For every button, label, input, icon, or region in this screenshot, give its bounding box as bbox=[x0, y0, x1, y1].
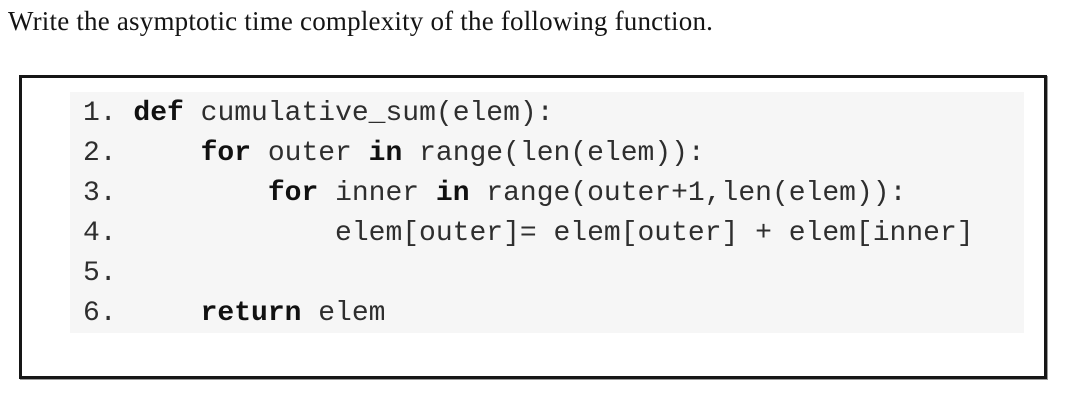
code-keyword: in bbox=[368, 138, 403, 169]
code-keyword: return bbox=[200, 298, 302, 329]
line-number: 3. bbox=[83, 178, 268, 209]
code-line: 4. elem[outer]= elem[outer] + elem[inner… bbox=[83, 214, 1024, 254]
code-line: 1. def cumulative_sum(elem): bbox=[83, 94, 1024, 134]
line-number: 5. bbox=[83, 258, 117, 289]
code-text: range(outer+1,len(elem)): bbox=[469, 178, 907, 209]
line-number: 6. bbox=[83, 298, 201, 329]
code-block: 1. def cumulative_sum(elem):2. for outer… bbox=[70, 92, 1024, 333]
code-text: range(len(elem)): bbox=[402, 138, 705, 169]
code-keyword: def bbox=[133, 98, 184, 129]
code-line: 6. return elem bbox=[83, 294, 1024, 333]
question-prompt: Write the asymptotic time complexity of … bbox=[8, 6, 714, 36]
code-text: inner bbox=[318, 178, 436, 209]
code-text: cumulative_sum(elem): bbox=[183, 98, 554, 129]
code-keyword: for bbox=[267, 178, 319, 209]
code-text: elem bbox=[301, 298, 386, 329]
code-line: 3. for inner in range(outer+1,len(elem))… bbox=[83, 174, 1024, 214]
code-text: outer bbox=[251, 138, 369, 169]
code-line: 2. for outer in range(len(elem)): bbox=[83, 134, 1024, 174]
line-number: 2. bbox=[83, 138, 201, 169]
line-number: 4. bbox=[83, 218, 336, 249]
code-keyword: in bbox=[435, 178, 470, 209]
line-number: 1. bbox=[83, 98, 134, 129]
code-line: 5. bbox=[83, 254, 1024, 294]
code-keyword: for bbox=[200, 138, 252, 169]
code-lines: 1. def cumulative_sum(elem):2. for outer… bbox=[83, 94, 1024, 333]
code-text: elem[outer]= elem[outer] + elem[inner] bbox=[335, 218, 974, 249]
code-box: 1. def cumulative_sum(elem):2. for outer… bbox=[19, 75, 1047, 379]
